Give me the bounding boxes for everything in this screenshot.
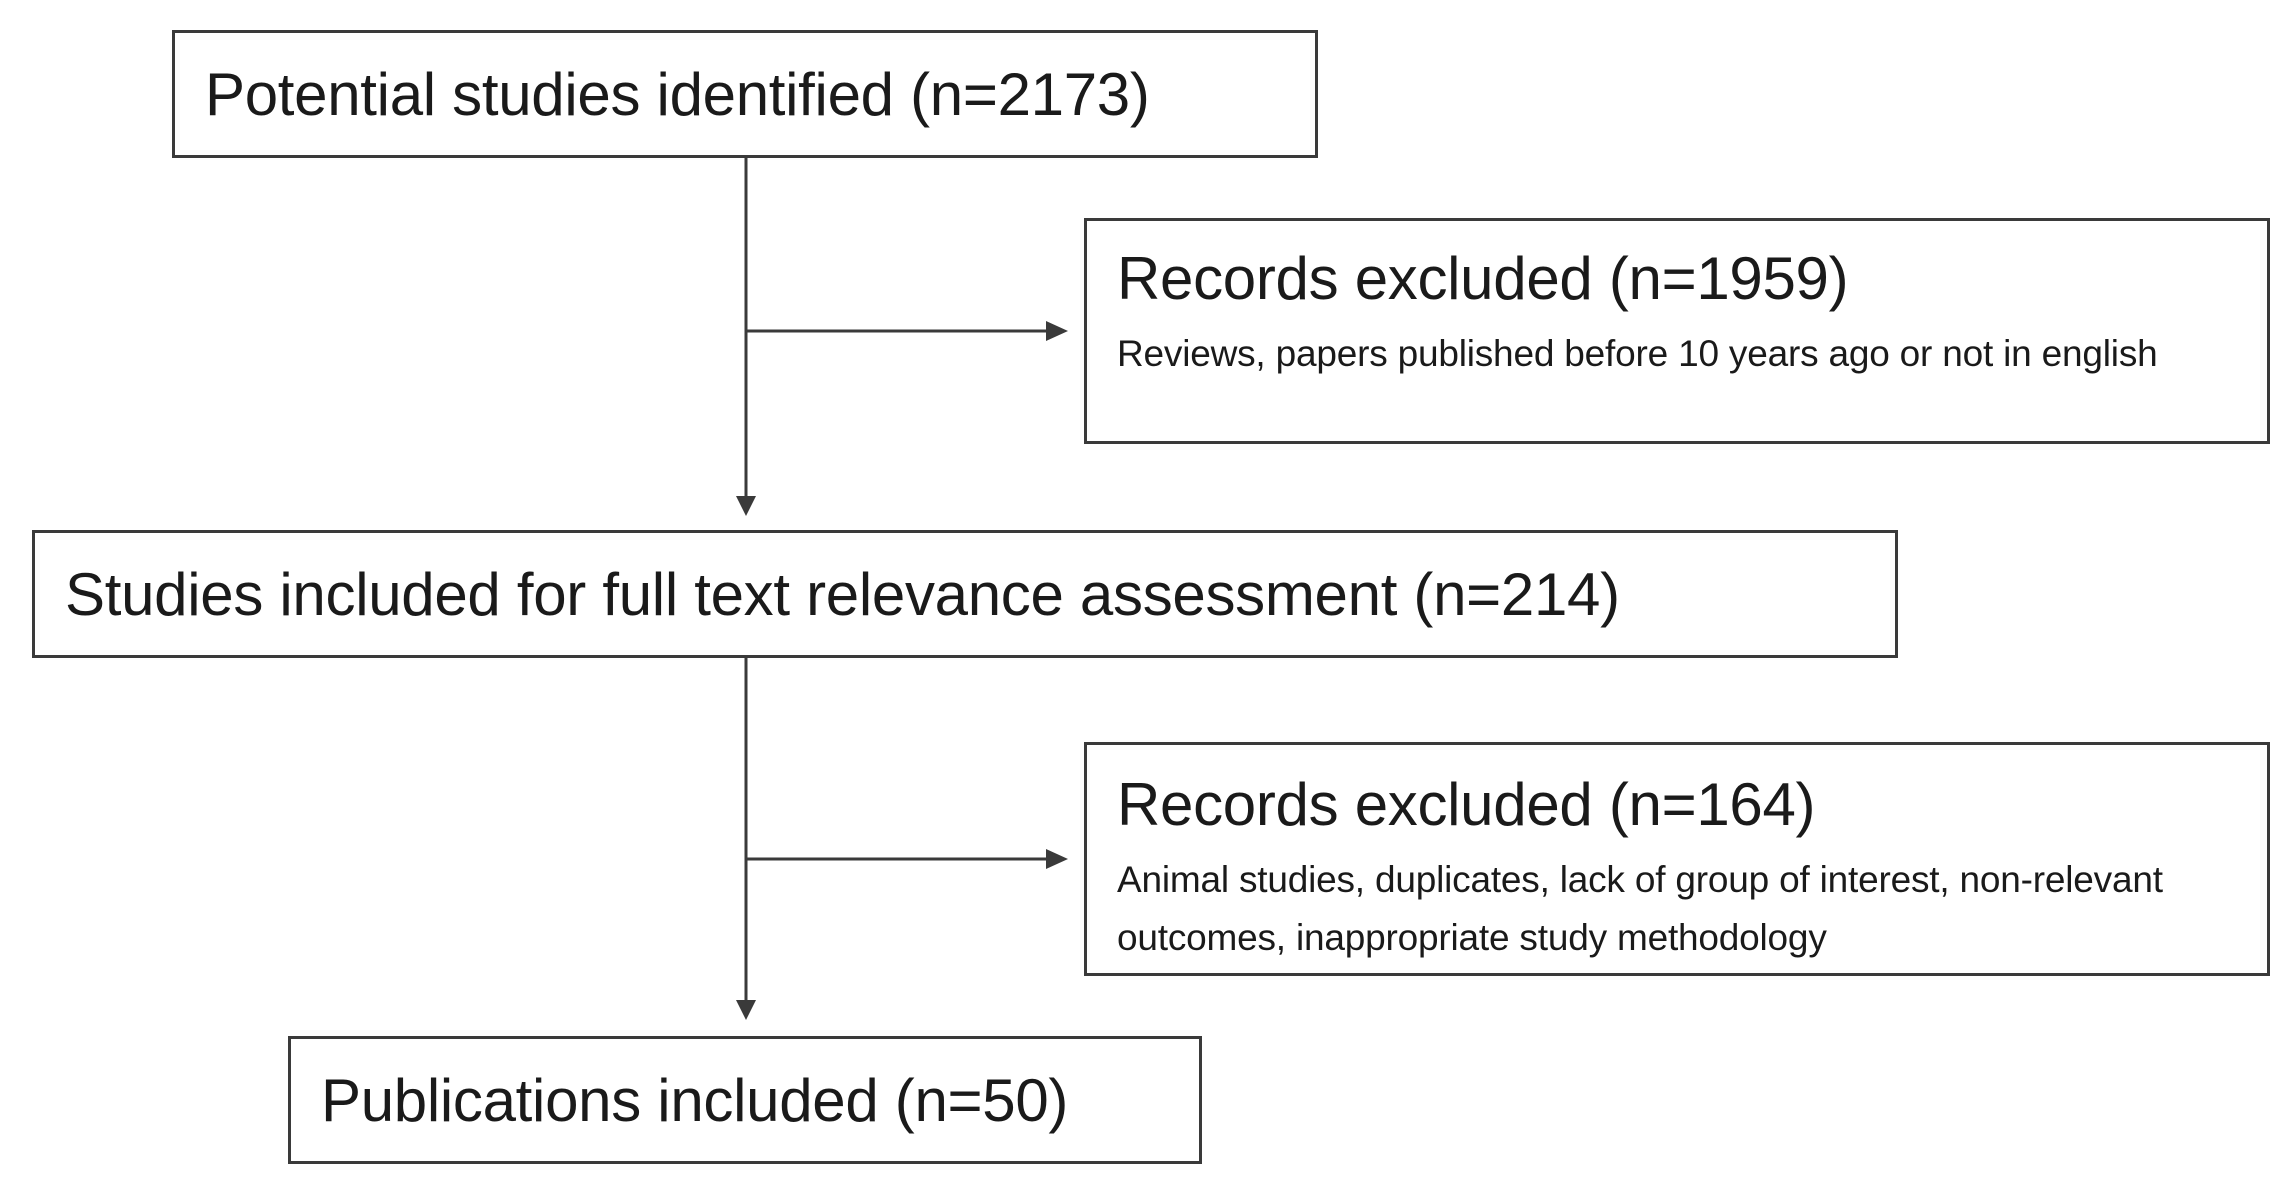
excluded-second-detail: Animal studies, duplicates, lack of grou… (1117, 859, 2163, 958)
excluded-box-second: Records excluded (n=164) Animal studies,… (1084, 742, 2270, 976)
fulltext-label: Studies included for full text relevance… (65, 561, 1620, 628)
arrowhead-excluded-2 (1046, 849, 1068, 869)
excluded-first-title: Records excluded (n=1959) (1117, 245, 1849, 312)
excluded-box-first: Records excluded (n=1959) Reviews, paper… (1084, 218, 2270, 444)
arrowhead-fulltext (736, 496, 756, 516)
arrowhead-excluded-1 (1046, 321, 1068, 341)
excluded-first-detail: Reviews, papers published before 10 year… (1117, 333, 2158, 374)
fulltext-box: Studies included for full text relevance… (32, 530, 1898, 658)
included-label: Publications included (n=50) (321, 1067, 1069, 1134)
excluded-second-title: Records excluded (n=164) (1117, 771, 1816, 838)
identified-box: Potential studies identified (n=2173) (172, 30, 1318, 158)
arrowhead-included (736, 1000, 756, 1020)
included-box: Publications included (n=50) (288, 1036, 1202, 1164)
identified-label: Potential studies identified (n=2173) (205, 61, 1150, 128)
